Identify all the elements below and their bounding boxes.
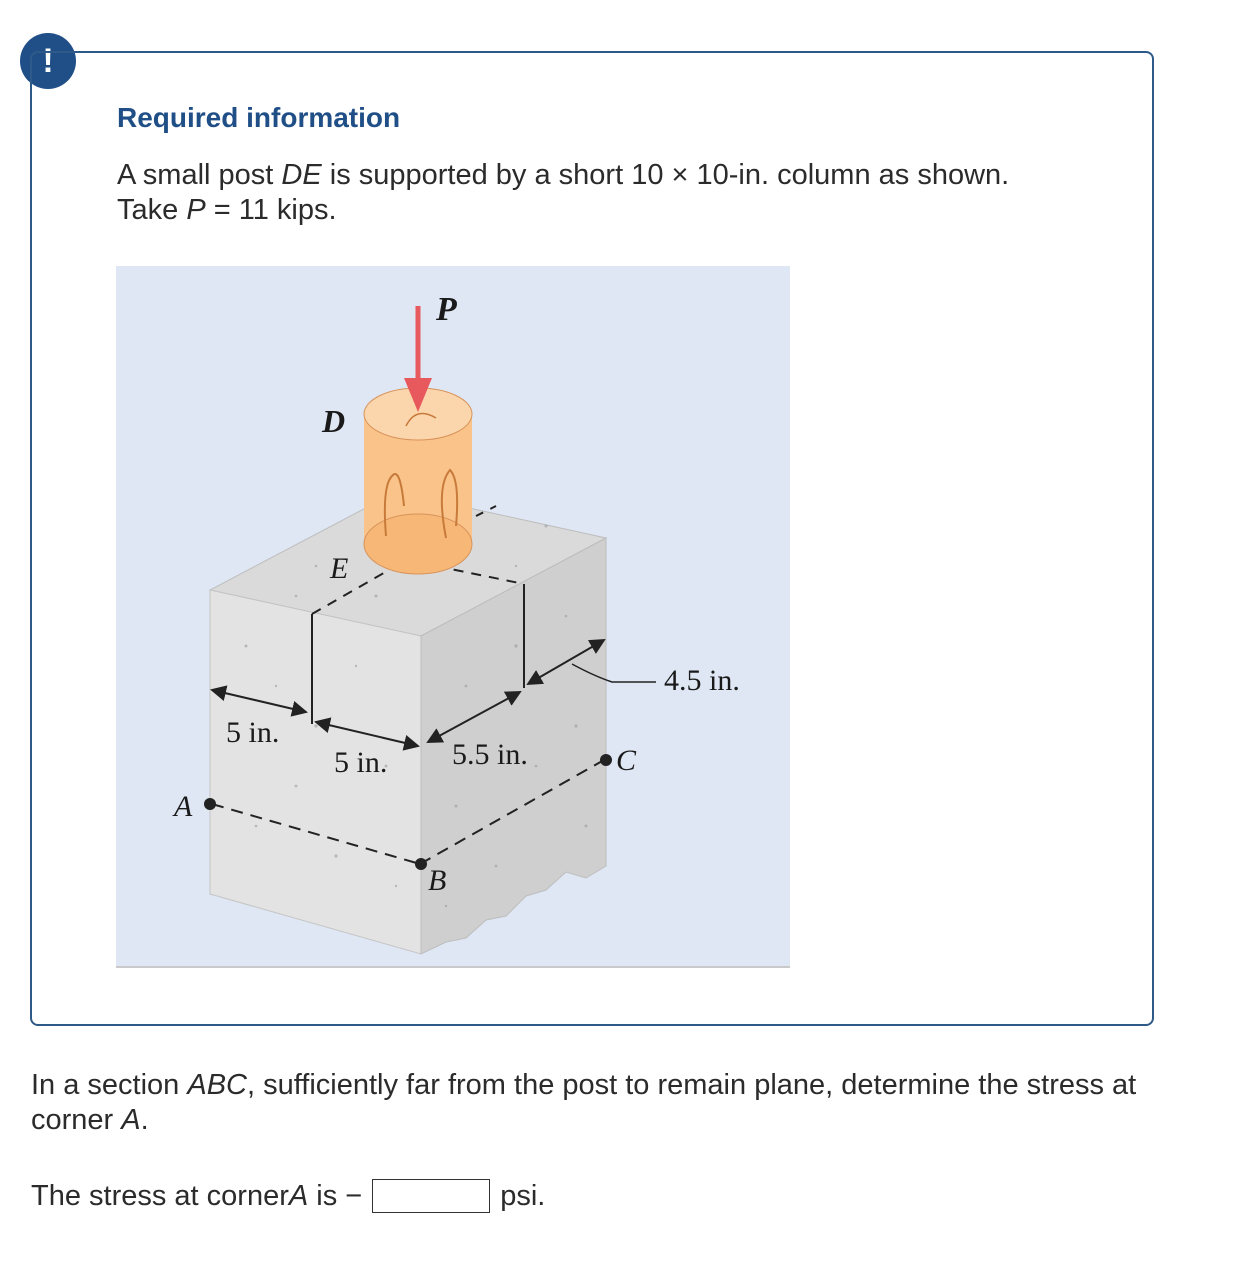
answer-label-pre: The stress at corner [31, 1179, 289, 1212]
dim-arrow-front [426, 691, 522, 743]
question-var-a: A [121, 1104, 141, 1136]
required-information-panel [30, 51, 1154, 1026]
section-line-bc [419, 759, 605, 865]
info-line2-pre: Take [117, 194, 187, 226]
info-line1-pre: A small post [117, 159, 282, 191]
info-line1-var: DE [281, 159, 322, 191]
label-dim-front: 5.5 in. [452, 738, 528, 771]
dim-arrow-left [210, 685, 308, 717]
label-dim-left: 5 in. [226, 716, 279, 749]
section-line-ab [211, 803, 421, 865]
info-description: A small post DE is supported by a short … [117, 158, 1117, 228]
info-line2-var: P [186, 194, 206, 226]
leader-line-side [571, 663, 656, 683]
question-post: . [140, 1104, 149, 1136]
label-e: E [329, 552, 348, 585]
answer-label-var: A [288, 1179, 309, 1212]
dim-arrow-side [526, 638, 606, 686]
column-diagram: P D E A B C 5 in. 5 in. 5.5 in. 4.5 in. [172, 291, 740, 955]
label-dim-side: 4.5 in. [664, 664, 740, 697]
answer-unit: psi. [500, 1179, 546, 1212]
label-b: B [428, 864, 446, 897]
alert-icon: ! [20, 33, 76, 89]
point-c [600, 754, 612, 766]
answer-label-post: is − [308, 1179, 363, 1212]
top-dashed-line-back [475, 505, 497, 517]
label-p: P [435, 291, 457, 328]
label-c: C [616, 744, 637, 777]
load-arrow-head [404, 378, 432, 412]
answer-row: The stress at corner A is − psi. [31, 1176, 545, 1216]
top-dashed-line-left [311, 565, 397, 615]
info-line1-post: is supported by a short 10 × 10-in. colu… [321, 159, 1010, 191]
wooden-post [363, 387, 473, 575]
question-var-abc: ABC [187, 1069, 248, 1101]
info-line2-post: = 11 kips. [205, 194, 337, 226]
label-dim-mid: 5 in. [334, 746, 387, 779]
column-figure: P D E A B C 5 in. 5 in. 5.5 in. 4.5 in. [116, 266, 790, 968]
column-front-face [209, 589, 422, 955]
question-text: In a section ABC, sufficiently far from … [31, 1068, 1221, 1138]
dim-arrow-mid [314, 717, 420, 751]
label-a: A [172, 790, 193, 823]
question-pre: In a section [31, 1069, 188, 1101]
stress-answer-input[interactable] [372, 1179, 491, 1213]
top-dashed-line-right [435, 565, 525, 585]
label-d: D [321, 403, 345, 439]
question-mid: , sufficiently far from the post to rema… [31, 1069, 1137, 1136]
point-a [204, 798, 216, 810]
info-title: Required information [117, 102, 401, 133]
point-b [415, 858, 427, 870]
